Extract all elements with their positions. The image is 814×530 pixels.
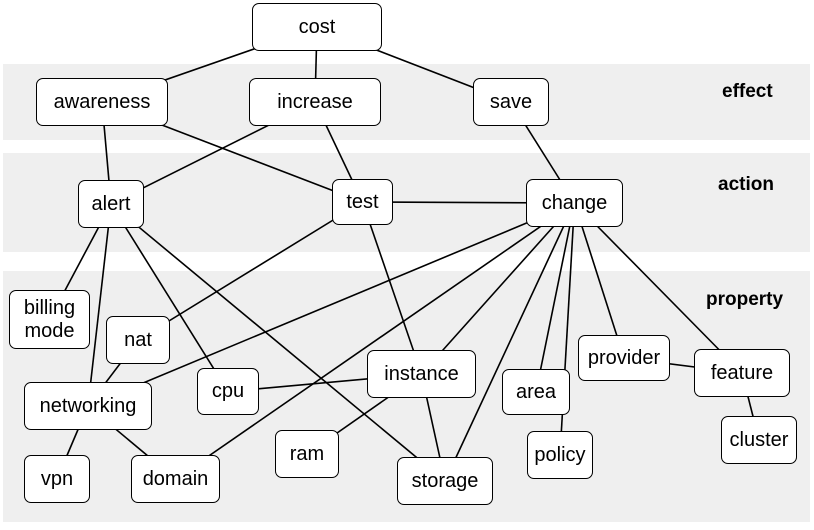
node-policy[interactable]: policy — [527, 431, 593, 479]
node-test[interactable]: test — [332, 179, 393, 225]
edge-change-domain — [175, 202, 575, 480]
node-increase[interactable]: increase — [249, 78, 381, 126]
node-area[interactable]: area — [502, 369, 570, 415]
edge-alert-networking — [87, 203, 112, 407]
band-label-action: action — [718, 174, 774, 195]
edge-change-area — [535, 202, 576, 393]
node-save[interactable]: save — [473, 78, 549, 126]
edge-test-instance — [361, 201, 423, 375]
edge-alert-cpu — [110, 203, 229, 392]
node-instance[interactable]: instance — [367, 350, 476, 398]
node-alert[interactable]: alert — [78, 180, 144, 228]
node-domain[interactable]: domain — [131, 455, 220, 503]
node-networking[interactable]: networking — [24, 382, 152, 430]
node-cpu[interactable]: cpu — [197, 368, 259, 415]
node-ram[interactable]: ram — [275, 430, 339, 478]
node-cluster[interactable]: cluster — [721, 416, 797, 464]
edge-change-networking — [87, 202, 575, 407]
node-nat[interactable]: nat — [106, 316, 170, 364]
node-billing-mode[interactable]: billing mode — [9, 290, 90, 349]
edge-change-storage — [444, 202, 576, 482]
node-change[interactable]: change — [526, 179, 623, 227]
edge-change-provider — [573, 202, 625, 359]
node-provider[interactable]: provider — [578, 335, 670, 381]
band-label-property: property — [706, 289, 784, 310]
edge-change-feature — [573, 202, 743, 374]
node-feature[interactable]: feature — [694, 349, 790, 397]
node-awareness[interactable]: awareness — [36, 78, 168, 126]
edge-change-instance — [420, 202, 576, 375]
edge-alert-storage — [110, 203, 446, 482]
node-cost[interactable]: cost — [252, 3, 382, 51]
node-vpn[interactable]: vpn — [24, 455, 90, 503]
node-storage[interactable]: storage — [397, 457, 493, 505]
edge-test-nat — [137, 201, 363, 341]
band-label-effect: effect — [722, 81, 773, 102]
